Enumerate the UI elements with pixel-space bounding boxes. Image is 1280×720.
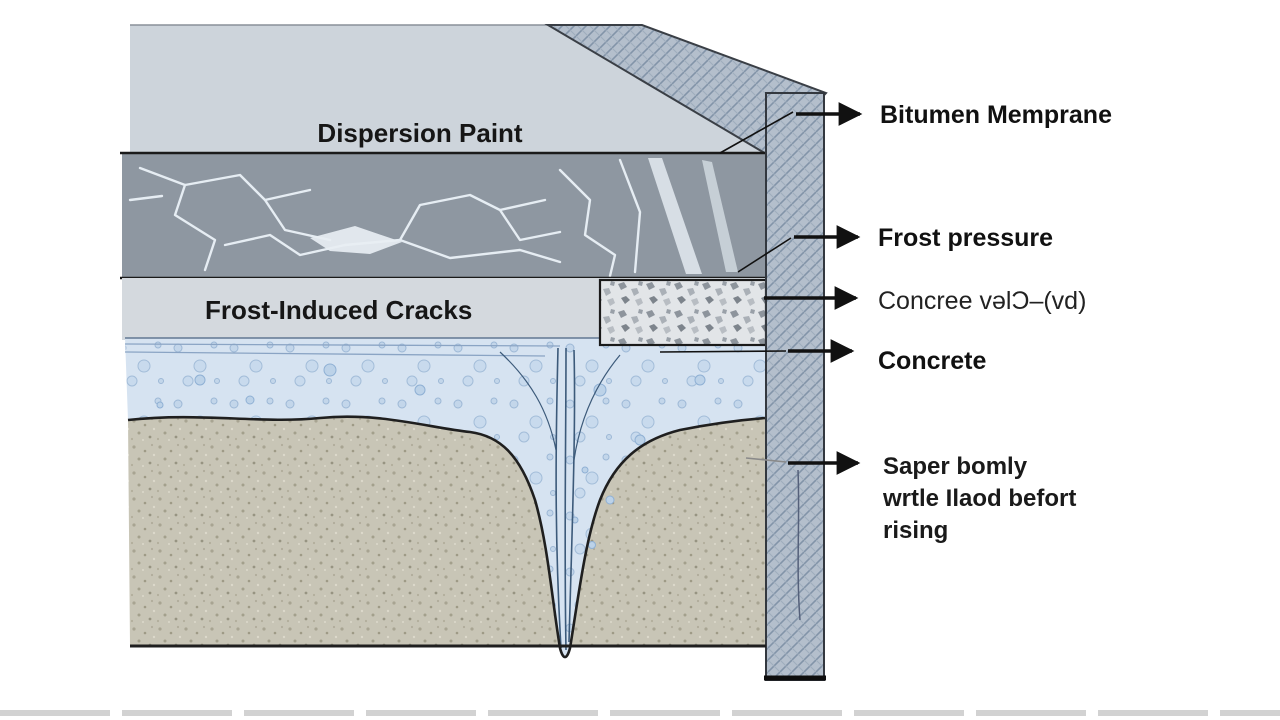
- callout-concree-label: Concree vəlϽ–(vd): [878, 287, 1086, 315]
- frost-induced-cracks-label: Frost-Induced Cracks: [205, 295, 472, 325]
- soil-boundary-line: [127, 415, 766, 659]
- callout-concrete-label: Concrete: [878, 347, 986, 375]
- leader-frost-pressure: [737, 237, 792, 273]
- crack-patch: [310, 226, 402, 254]
- water-bubbles: [156, 363, 706, 549]
- callout-arrows: [659, 102, 863, 475]
- wall-crack: [797, 469, 801, 621]
- callout-soil-label-line3: rising: [883, 517, 948, 544]
- top-coating-layer: [130, 24, 768, 153]
- water-surface-lines: [124, 343, 561, 357]
- funnel-cracks: [499, 347, 621, 651]
- crack-streak: [648, 158, 702, 274]
- water-layer: [124, 337, 766, 659]
- cracked-screed-layer: [120, 151, 770, 280]
- foundation-wall: [764, 92, 826, 681]
- leader-soil: [745, 457, 787, 463]
- leader-bitumen: [719, 111, 794, 154]
- roof-membrane-strip: [544, 24, 828, 157]
- callout-bitumen-label: Bitumen Memprane: [880, 101, 1112, 129]
- leader-concrete: [659, 350, 787, 353]
- crack-lines: [128, 158, 642, 278]
- callout-soil-label-line1: Saper bomly: [883, 453, 1028, 480]
- soil-layer: [128, 416, 765, 657]
- gravel-inset: [598, 278, 768, 347]
- callout-frost-pressure-label: Frost pressure: [878, 224, 1053, 252]
- crack-streak-2: [702, 160, 738, 272]
- callout-soil-label-line2: wrtle Ilaod befort: [882, 485, 1076, 512]
- dispersion-paint-label: Dispersion Paint: [317, 118, 522, 148]
